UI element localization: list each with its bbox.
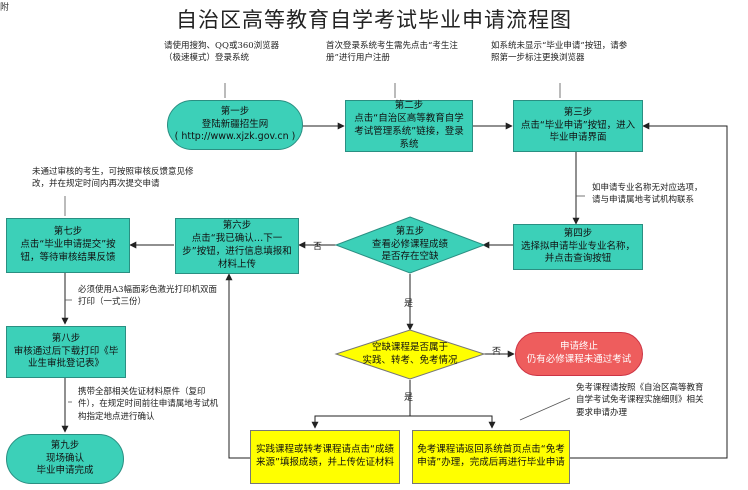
note-major: 如申请专业名称无对应选项，请与申请属地考试机构联系 <box>592 183 703 206</box>
step-8-heading: 第八步 <box>51 332 81 344</box>
step-5-text: 查看必修课程成绩 <box>371 238 448 250</box>
step-9-text: 现场确认 <box>45 452 84 464</box>
terminate-box: 申请终止 仍有必修课程未通过考试 <box>515 332 643 376</box>
note-exempt-rules: 免考课程请按照《自治区高等教育自学考试免考课程实施细则》相关要求申请办理 <box>576 383 704 418</box>
step-6-heading: 第六步 <box>222 220 252 232</box>
step-1-box: 第一步 登陆新疆招生网 ( http://www.xjzk.gov.cn ) <box>167 100 303 150</box>
step-4-box: 第四步 选择拟申请毕业专业名称，并点击查询按钮 <box>513 224 643 270</box>
label-no-step5: 否 <box>313 242 323 252</box>
step-6-box: 第六步 点击“我已确认…下一步”按钮，进行信息填报和材料上传 <box>175 218 299 274</box>
arrow-decision-split <box>311 380 411 429</box>
note-register: 首次登录系统考生需先点击“考生注册”进行用户注册 <box>326 41 458 64</box>
step-2-box: 第二步 点击“自治区高等教育自学考试管理系统”链接，登录系统 <box>345 100 473 152</box>
terminate-text2: 仍有必修课程未通过考试 <box>526 354 632 365</box>
practice-transfer-text: 实践课程或转考课程请点击“成绩来源”填报成绩，并上传佐证材料 <box>256 444 394 468</box>
step-7-heading: 第七步 <box>53 226 83 238</box>
step-9-text2: 毕业申请完成 <box>36 465 94 477</box>
label-yes-decision: 是 <box>404 393 414 403</box>
step-1-heading: 第一步 <box>220 105 250 117</box>
step-5-text2: 是否存在空缺 <box>381 251 439 263</box>
decision-text: 空缺课程是否属于 <box>371 342 448 354</box>
step-8-box: 第八步 审核通过后下载打印《毕业生审批登记表》 <box>6 326 126 378</box>
step-7-box: 第七步 点击“毕业申请提交”按钮，等待审核结果反馈 <box>6 218 130 273</box>
step-1-url: ( http://www.xjzk.gov.cn ) <box>174 131 296 143</box>
step-9-box: 第九步 现场确认 毕业申请完成 <box>6 434 124 484</box>
label-no-decision: 否 <box>492 347 502 357</box>
step-7-text: 点击“毕业申请提交”按钮，等待审核结果反馈 <box>20 239 116 263</box>
step-4-text: 选择拟申请毕业专业名称，并点击查询按钮 <box>520 240 635 265</box>
step-2-text: 点击“自治区高等教育自学考试管理系统”链接，登录系统 <box>354 113 464 150</box>
step-5-text-block: 第五步 查看必修课程成绩 是否存在空缺 <box>350 225 470 265</box>
arrow-exempt-s3 <box>570 122 728 459</box>
decision-text2: 实践、转考、免考情况 <box>362 355 458 366</box>
corner-mark: 附 <box>0 3 10 13</box>
step-2-heading: 第二步 <box>394 100 424 112</box>
step-4-heading: 第四步 <box>563 227 593 239</box>
terminate-text: 申请终止 <box>559 341 598 353</box>
page-title: 自治区高等教育自学考试毕业申请流程图 <box>176 8 572 32</box>
exempt-text: 免考课程请返回系统首页点击“免考申请”办理，完成后再进行毕业申请 <box>417 444 565 468</box>
step-8-text: 审核通过后下载打印《毕业生审批登记表》 <box>13 345 119 370</box>
note-browser: 请使用搜狗、QQ或360浏览器（极速模式）登录系统 <box>164 41 280 64</box>
note-resubmit: 未通过审核的考生，可按照审核反馈意见修改，并在规定时间内再次提交申请 <box>32 167 194 190</box>
note-confirm: 携带全部相关佐证材料原件（复印件），在规定时间前往申请属地考试机构指定地点进行确… <box>78 387 219 422</box>
decision-text-block: 空缺课程是否属于 实践、转考、免考情况 <box>350 340 470 370</box>
arrow-decision-split-right <box>410 415 496 429</box>
diamond-decision <box>334 329 486 380</box>
label-yes-step5: 是 <box>404 299 414 309</box>
step-1-text: 登陆新疆招生网 <box>201 118 269 130</box>
step-6-text: 点击“我已确认…下一步”按钮，进行信息填报和材料上传 <box>182 233 292 270</box>
note-no-button: 如系统未显示“毕业申请”按钮，请参照第一步标注更换浏览器 <box>491 41 628 64</box>
arrow-practice-s6 <box>225 273 250 459</box>
step-9-heading: 第九步 <box>50 439 80 451</box>
step-5-heading: 第五步 <box>395 225 425 237</box>
step-3-box: 第三步 点击“毕业申请”按钮，进入毕业申请界面 <box>513 100 643 152</box>
diamond-step5 <box>334 216 486 274</box>
exempt-box: 免考课程请返回系统首页点击“免考申请”办理，完成后再进行毕业申请 <box>412 430 570 484</box>
practice-transfer-box: 实践课程或转考课程请点击“成绩来源”填报成绩，并上传佐证材料 <box>250 430 400 484</box>
note-print: 必须使用A3幅面彩色激光打印机双面打印（一式三份） <box>78 285 218 308</box>
step-3-heading: 第三步 <box>563 106 593 118</box>
step-3-text: 点击“毕业申请”按钮，进入毕业申请界面 <box>520 119 636 144</box>
